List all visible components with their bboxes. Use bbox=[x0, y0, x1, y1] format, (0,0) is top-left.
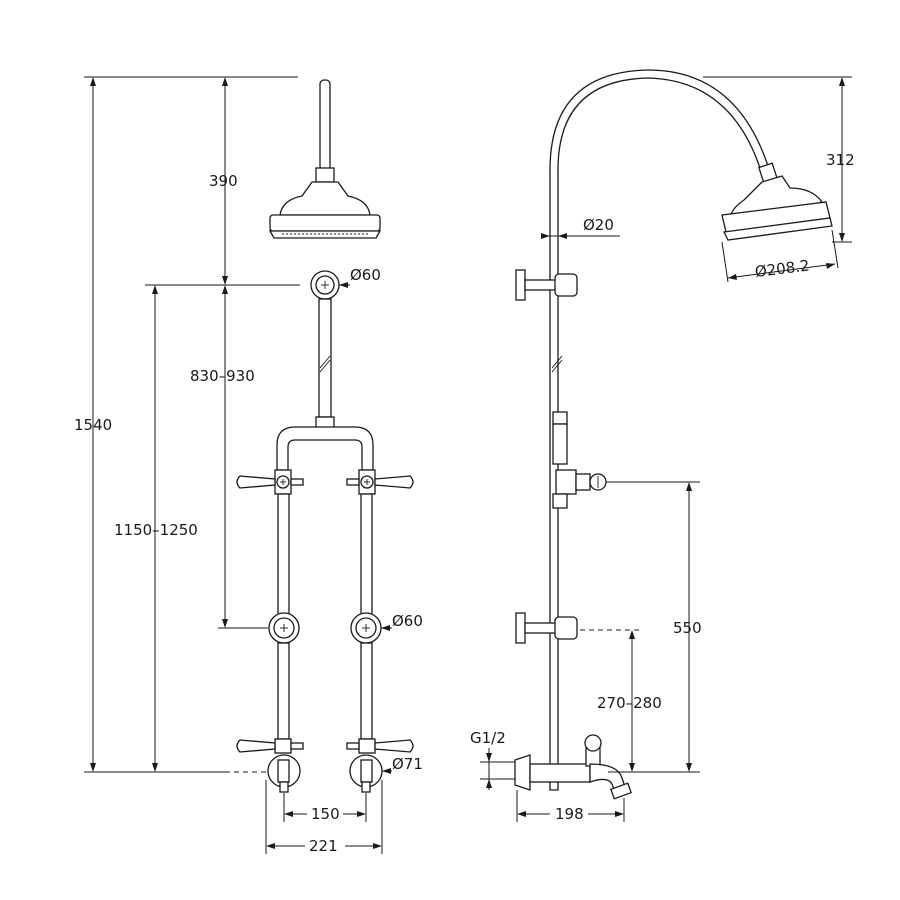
dimension-lines bbox=[84, 76, 852, 854]
label-mount-height: 1150–1250 bbox=[114, 521, 198, 539]
side-sleeve bbox=[552, 423, 568, 465]
label-bracket-dia-mid: Ø60 bbox=[392, 612, 423, 630]
left-pipe bbox=[277, 493, 290, 617]
front-view bbox=[236, 79, 414, 793]
upper-left-tap bbox=[236, 469, 304, 495]
shower-arm bbox=[319, 79, 331, 171]
upper-right-tap bbox=[346, 469, 414, 495]
right-pipe bbox=[360, 493, 373, 617]
side-view bbox=[514, 69, 833, 800]
gooseneck-arm bbox=[549, 69, 769, 791]
riser-pipe bbox=[318, 298, 332, 418]
label-head-drop: 390 bbox=[209, 172, 238, 190]
side-joint-mid bbox=[552, 493, 568, 509]
side-mixer-body bbox=[514, 734, 633, 800]
label-thread: G1/2 bbox=[470, 729, 506, 747]
shower-head-side bbox=[721, 175, 833, 241]
top-bracket-front bbox=[310, 270, 340, 300]
label-head-height: 312 bbox=[826, 151, 855, 169]
lower-right-tap bbox=[346, 738, 414, 754]
label-head-dia: Ø208.2 bbox=[754, 256, 811, 281]
label-bracket-dia-top: Ø60 bbox=[350, 266, 381, 284]
left-lower-pipe bbox=[277, 642, 290, 740]
label-inlet-dia: Ø71 bbox=[392, 755, 423, 773]
label-bracket-spacing: 830–930 bbox=[190, 367, 255, 385]
label-total-height: 1540 bbox=[74, 416, 112, 434]
lower-left-tap bbox=[236, 738, 304, 754]
dimension-labels: 1540 390 830–930 1150–1250 Ø60 Ø60 Ø71 1… bbox=[74, 151, 855, 855]
inlet-right bbox=[349, 754, 383, 793]
label-outlet-height: 270–280 bbox=[597, 694, 662, 712]
bridge-pipe bbox=[276, 426, 374, 471]
shower-head-front bbox=[268, 181, 382, 239]
right-lower-pipe bbox=[360, 642, 373, 740]
side-joint-upper bbox=[552, 411, 568, 425]
head-connector bbox=[315, 167, 335, 183]
side-diverter bbox=[555, 469, 607, 495]
label-centres-outer: 221 bbox=[309, 837, 338, 855]
side-top-bracket bbox=[515, 269, 578, 301]
label-projection: 198 bbox=[555, 805, 584, 823]
mid-bracket-left bbox=[268, 612, 300, 644]
mid-bracket-right bbox=[350, 612, 382, 644]
inlet-left bbox=[267, 754, 301, 793]
label-pipe-dia: Ø20 bbox=[583, 216, 614, 234]
side-mid-bracket bbox=[515, 612, 578, 644]
label-centres-inner: 150 bbox=[311, 805, 340, 823]
label-diverter-height: 550 bbox=[673, 619, 702, 637]
